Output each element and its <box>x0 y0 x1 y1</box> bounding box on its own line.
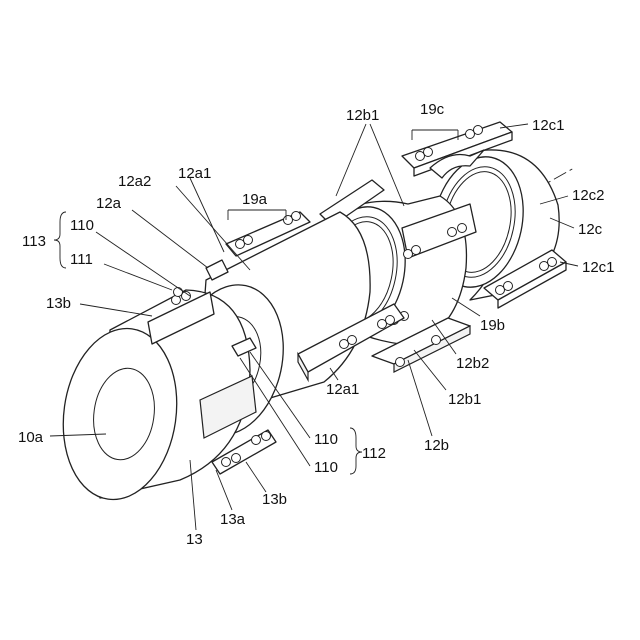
label-112: 112 <box>362 445 386 462</box>
label-111: 111 <box>70 251 93 268</box>
label-12a: 12a <box>96 195 122 212</box>
label-12c2: 12c2 <box>572 187 605 204</box>
label-19b: 19b <box>480 317 505 334</box>
label-113: 113 <box>22 233 46 250</box>
label-13b-top: 13b <box>46 295 71 312</box>
label-19a: 19a <box>242 191 268 208</box>
label-12b1-bottom: 12b1 <box>448 391 481 408</box>
label-12c1-top: 12c1 <box>532 117 565 134</box>
label-12b: 12b <box>424 437 449 454</box>
label-10a: 10a <box>18 429 44 446</box>
label-12a1-bottom: 12a1 <box>326 381 359 398</box>
label-13b-bottom: 13b <box>262 491 287 508</box>
label-12c: 12c <box>578 221 603 238</box>
label-12a1-top: 12a1 <box>178 165 211 182</box>
label-110-low: 110 <box>314 459 338 476</box>
label-12b1-top: 12b1 <box>346 107 379 124</box>
label-19c: 19c <box>420 101 445 118</box>
label-110-top: 110 <box>70 217 94 234</box>
label-13a: 13a <box>220 511 246 528</box>
label-12a2: 12a2 <box>118 173 151 190</box>
label-110-mid: 110 <box>314 431 338 448</box>
label-12b2: 12b2 <box>456 355 489 372</box>
label-13: 13 <box>186 531 203 548</box>
label-12c1-bottom: 12c1 <box>582 259 615 276</box>
